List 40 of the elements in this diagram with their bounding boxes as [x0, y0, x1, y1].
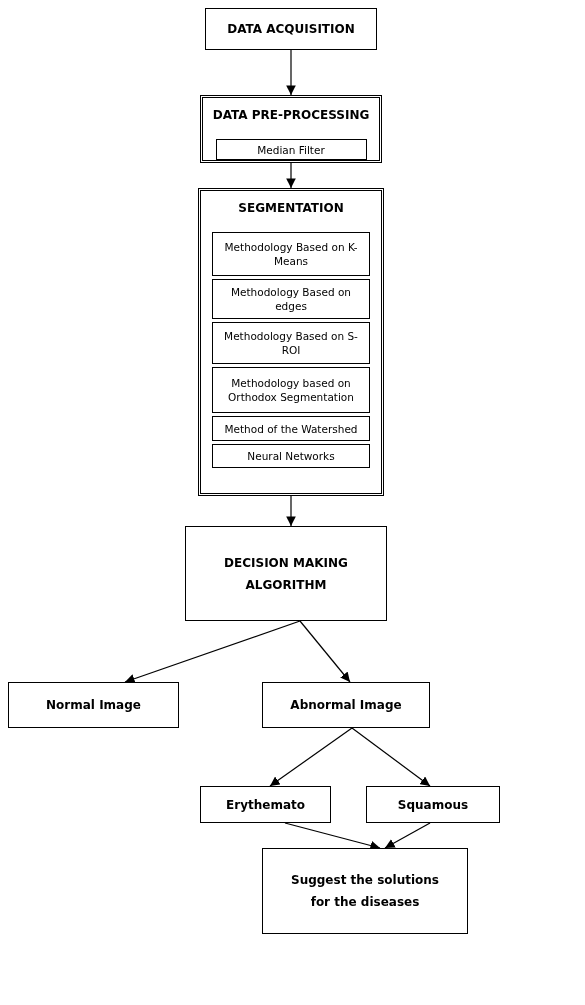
- method-box: [212, 367, 370, 413]
- arrow: [299, 620, 351, 683]
- arrow: [286, 495, 296, 527]
- node-label: Median Filter: [257, 142, 325, 157]
- method-box: [212, 232, 370, 276]
- arrow: [286, 162, 296, 189]
- node-label: Squamous: [397, 796, 469, 814]
- process-box: [262, 848, 468, 934]
- arrow: [124, 620, 301, 684]
- arrow: [286, 49, 296, 96]
- arrow: [269, 727, 353, 787]
- node-label: SEGMENTATION: [238, 200, 344, 217]
- node-label: DATA ACQUISITION: [227, 21, 355, 38]
- node-label: Suggest the solutions for the diseases: [290, 872, 440, 911]
- node-label: Neural Networks: [247, 449, 335, 463]
- node-label: Methodology Based on K-Means: [223, 240, 359, 268]
- arrow: [384, 822, 431, 849]
- node-label: DECISION MAKING ALGORITHM: [223, 554, 349, 594]
- process-box: [185, 526, 387, 621]
- process-box: [205, 8, 377, 50]
- process-box: [366, 786, 500, 823]
- process-box: [262, 682, 430, 728]
- node-label: Methodology Based on edges: [230, 285, 352, 313]
- node-label: Methodology based on Orthodox Segmentation: [227, 376, 355, 404]
- method-box: [212, 322, 370, 364]
- process-box: [8, 682, 179, 728]
- process-box: [200, 786, 331, 823]
- node-label: Methodology Based on S-ROI: [223, 329, 359, 357]
- group-box: [200, 95, 382, 163]
- node-label: Abnormal Image: [290, 697, 402, 714]
- node-label: DATA PRE-PROCESSING: [212, 107, 370, 124]
- group-box: [198, 188, 384, 496]
- method-box: [215, 139, 367, 160]
- method-box: [212, 444, 370, 468]
- method-box: [212, 416, 370, 441]
- node-label: Normal Image: [46, 697, 141, 714]
- node-label: Method of the Watershed: [224, 421, 358, 436]
- node-label: Erythemato: [226, 796, 305, 814]
- arrow: [351, 727, 431, 787]
- method-box: [212, 279, 370, 319]
